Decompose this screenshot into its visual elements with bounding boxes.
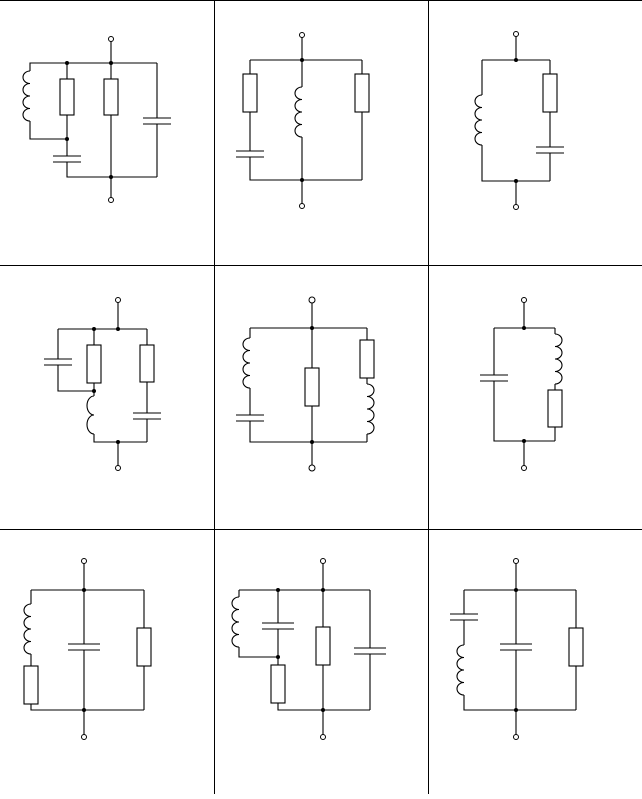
terminal-icon: [521, 297, 527, 303]
junction-dot: [514, 179, 518, 183]
circuit-row2-col2: [236, 296, 375, 472]
junction-dot: [276, 588, 280, 592]
resistor-icon: [542, 73, 558, 113]
inductor-icon: [366, 383, 375, 435]
circuit-row1-col2: [236, 32, 370, 209]
junction-dot: [82, 708, 86, 712]
capacitor-icon: [236, 414, 264, 422]
junction-dot: [65, 61, 69, 65]
resistor-icon: [359, 339, 375, 379]
circuit-row3-col1: [23, 558, 152, 740]
capacitor-icon: [480, 374, 508, 382]
resistor-icon: [270, 664, 286, 704]
capacitor-icon: [354, 647, 386, 655]
resistor-icon: [547, 389, 563, 428]
junction-dot: [522, 439, 526, 443]
junction-dot: [522, 326, 526, 330]
capacitor-icon: [143, 117, 171, 125]
inductor-icon: [23, 603, 32, 655]
resistor-icon: [136, 627, 152, 667]
resistor-icon: [242, 73, 258, 113]
junction-dot: [310, 440, 314, 444]
circuit-row1-col3: [474, 31, 564, 210]
junction-dot: [321, 708, 325, 712]
circuit-row1-col1: [22, 36, 171, 203]
circuit-row2-col3: [480, 297, 563, 471]
resistor-icon: [354, 73, 370, 113]
terminal-icon: [299, 203, 305, 209]
capacitor-icon: [44, 358, 72, 366]
resistor-icon: [59, 78, 75, 116]
inductor-icon: [554, 333, 563, 385]
junction-dot: [116, 327, 120, 331]
capacitor-icon: [236, 150, 264, 158]
capacitor-icon: [500, 643, 532, 651]
terminal-icon: [115, 465, 121, 471]
resistor-icon: [315, 626, 331, 666]
junction-dot: [300, 58, 304, 62]
inductor-icon: [86, 395, 95, 435]
inductor-icon: [474, 94, 483, 146]
terminal-icon: [320, 734, 326, 740]
terminal-icon: [513, 204, 519, 210]
inductor-icon: [456, 644, 465, 696]
resistor-icon: [86, 344, 102, 384]
capacitor-icon: [536, 146, 564, 154]
terminal-icon: [513, 558, 519, 564]
resistor-icon: [103, 78, 119, 116]
terminal-icon: [513, 31, 519, 37]
resistor-icon: [23, 665, 39, 705]
capacitor-icon: [450, 613, 478, 621]
junction-dot: [109, 175, 113, 179]
junction-dot: [109, 61, 113, 65]
junction-dot: [514, 708, 518, 712]
inductor-icon: [242, 337, 251, 389]
junction-dot: [65, 137, 69, 141]
capacitor-icon: [68, 643, 100, 651]
junction-dot: [321, 588, 325, 592]
terminal-icon: [308, 464, 316, 472]
terminal-icon: [115, 297, 121, 303]
terminal-icon: [320, 558, 326, 564]
junction-dot: [310, 326, 314, 330]
terminal-icon: [308, 296, 316, 304]
circuit-row3-col2: [231, 558, 386, 740]
capacitor-icon: [133, 412, 161, 420]
terminal-icon: [299, 32, 305, 38]
capacitor-icon: [53, 155, 81, 163]
junction-dot: [116, 440, 120, 444]
capacitor-icon: [262, 622, 294, 630]
junction-dot: [92, 389, 96, 393]
terminal-icon: [108, 197, 114, 203]
resistor-icon: [568, 627, 584, 667]
circuit-row3-col3: [450, 558, 584, 740]
resistor-icon: [304, 367, 320, 407]
junction-dot: [92, 327, 96, 331]
junction-dot: [82, 588, 86, 592]
junction-dot: [300, 178, 304, 182]
terminal-icon: [521, 465, 527, 471]
inductor-icon: [22, 70, 31, 122]
resistor-icon: [139, 344, 155, 383]
circuit-row2-col1: [44, 297, 161, 471]
junction-dot: [514, 588, 518, 592]
junction-dot: [514, 58, 518, 62]
junction-dot: [276, 655, 280, 659]
terminal-icon: [513, 734, 519, 740]
terminal-icon: [81, 734, 87, 740]
terminal-icon: [108, 36, 114, 42]
inductor-icon: [231, 596, 240, 648]
inductor-icon: [294, 86, 303, 138]
terminal-icon: [81, 558, 87, 564]
